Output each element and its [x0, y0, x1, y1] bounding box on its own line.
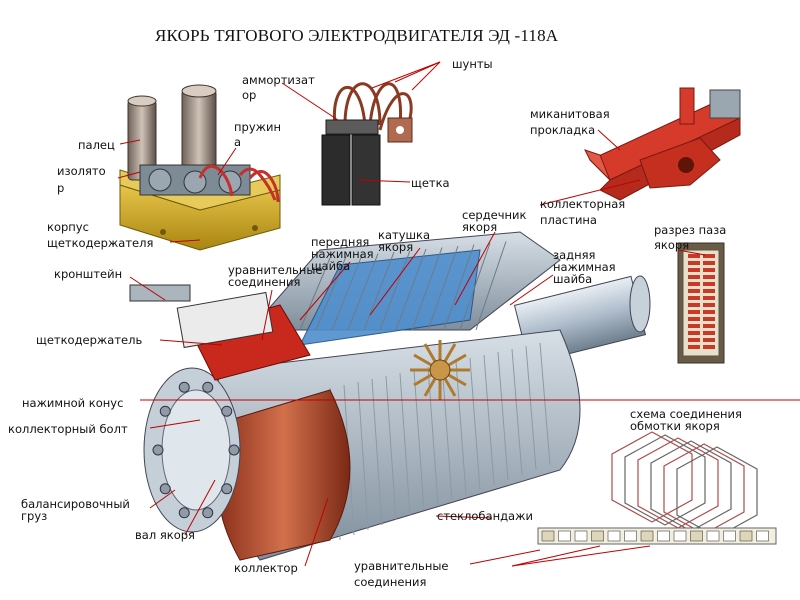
label-korpus: корпус щеткодержателя — [47, 220, 154, 250]
label-mikanit: миканитовая прокладка — [530, 107, 610, 137]
label-kollektorny-bolt: коллекторный болт — [8, 422, 128, 436]
label-kronshtein: кронштейн — [54, 267, 123, 281]
leader-lines — [117, 61, 800, 567]
label-perednyaya: передняя нажимная шайба — [311, 235, 374, 273]
label-skhema: схема соединения обмотки якоря — [630, 407, 742, 433]
label-kollektor-plastina: коллекторная пластина — [540, 197, 626, 227]
label-amortizator: аммортизат ор — [242, 73, 315, 102]
label-izolyator: изолято р — [57, 164, 106, 195]
brush-holder-illustration — [119, 84, 281, 251]
label-shchetkoderzhatel: щеткодержатель — [36, 333, 143, 347]
label-balans: балансировочный груз — [21, 497, 130, 523]
label-kollektor: коллектор — [234, 561, 298, 575]
slot-section-illustration — [677, 242, 725, 364]
commutator-segment-illustration — [584, 87, 741, 201]
label-uravnit-top: уравнительные соединения — [228, 263, 323, 289]
label-serdechnik: сердечник якоря — [462, 208, 527, 234]
label-shchetka: щетка — [411, 176, 450, 190]
label-val: вал якоря — [135, 528, 195, 542]
winding-scheme-illustration — [537, 431, 777, 545]
label-pruzhina: пружин а — [234, 120, 281, 149]
label-zadnyaya: задняя нажимная шайба — [553, 248, 616, 286]
label-palets: палец — [78, 138, 115, 152]
label-steklobandazhi: стеклобандажи — [437, 509, 533, 523]
label-uravnit-bot: уравнительные соединения — [354, 559, 449, 589]
label-nazhimnoy-konus: нажимной конус — [22, 396, 124, 410]
label-shunty: шунты — [452, 57, 493, 71]
brush-illustration — [321, 82, 413, 206]
armature-illustration — [129, 231, 651, 561]
diagram-title: ЯКОРЬ ТЯГОВОГО ЭЛЕКТРОДВИГАТЕЛЯ ЭД -118А — [155, 26, 559, 45]
label-razrez: разрез паза якоря — [654, 223, 727, 252]
label-katushka: катушка якоря — [378, 228, 431, 254]
